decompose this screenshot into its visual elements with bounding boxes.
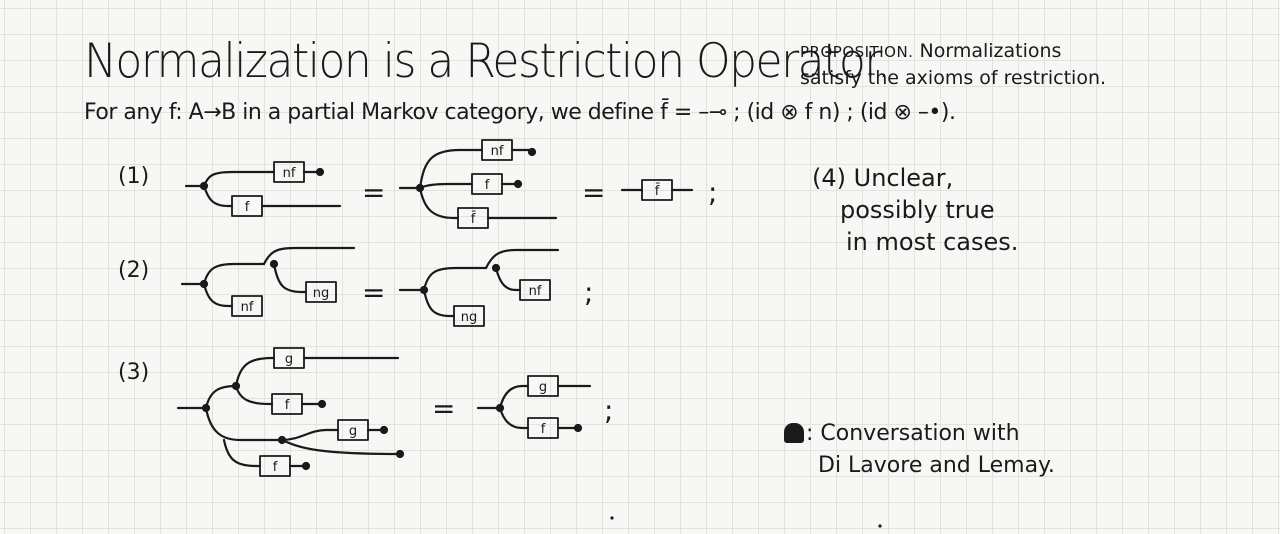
axiom-1-label: (1) bbox=[118, 164, 150, 189]
axiom-3-lhs-diagram: g f g f bbox=[176, 347, 405, 477]
equals-sign: = bbox=[582, 176, 606, 209]
box-label: ng bbox=[313, 286, 330, 301]
intro-definition: For any f: A→B in a partial Markov categ… bbox=[84, 100, 956, 125]
box-label: g bbox=[349, 424, 357, 439]
note4-line3: in most cases. bbox=[846, 228, 1019, 256]
note4-line1: (4) Unclear, bbox=[812, 164, 954, 192]
box-label: f bbox=[541, 422, 546, 437]
box-label: f̄ bbox=[471, 212, 476, 227]
conversation-note: : Conversation with Di Lavore and Lemay. bbox=[784, 418, 1055, 482]
proposition-line2: satisfy the axioms of restriction. bbox=[800, 67, 1107, 89]
box-label: nf bbox=[241, 300, 254, 315]
box-label: nf bbox=[491, 144, 504, 159]
semicolon: ; bbox=[604, 394, 614, 427]
box-label: nf bbox=[283, 166, 296, 181]
axiom-1-rhs-diagram: f̄ bbox=[620, 179, 694, 201]
proposition: PROPOSITION. Normalizations satisfy the … bbox=[800, 38, 1106, 91]
box-label: f bbox=[273, 460, 278, 475]
axiom-2-lhs-diagram: nf ng bbox=[180, 246, 356, 317]
ink-dot bbox=[610, 516, 614, 520]
proposition-line1: Normalizations bbox=[919, 40, 1062, 62]
box-label: f bbox=[245, 200, 250, 215]
axiom-2-label: (2) bbox=[118, 258, 150, 283]
proposition-heading: PROPOSITION. bbox=[800, 43, 914, 61]
equals-sign: = bbox=[362, 176, 386, 209]
axiom-2-rhs-diagram: ng nf bbox=[398, 248, 560, 327]
box-label: g bbox=[285, 352, 293, 367]
box-label: g bbox=[539, 380, 547, 395]
axiom-3-rhs-diagram: g f bbox=[476, 375, 592, 439]
box-label: f bbox=[485, 178, 490, 193]
box-label: f̄ bbox=[655, 184, 660, 199]
note-axiom-4: (4) Unclear, possibly true in most cases… bbox=[812, 162, 1018, 258]
box-label: f bbox=[285, 398, 290, 413]
semicolon: ; bbox=[708, 176, 718, 209]
conversation-line1: : Conversation with bbox=[806, 421, 1020, 446]
speech-bubble-icon bbox=[784, 423, 804, 443]
box-label: nf bbox=[529, 284, 542, 299]
equals-sign: = bbox=[362, 276, 386, 309]
axiom-3-label: (3) bbox=[118, 360, 150, 385]
conversation-line2: Di Lavore and Lemay. bbox=[818, 453, 1055, 478]
box-label: ng bbox=[461, 310, 478, 325]
note4-line2: possibly true bbox=[840, 196, 995, 224]
ink-dot bbox=[878, 524, 882, 528]
equals-sign: = bbox=[432, 392, 456, 425]
axiom-1-lhs-diagram: nf f bbox=[184, 161, 342, 217]
page-title: Normalization is a Restriction Operator. bbox=[84, 34, 891, 90]
axiom-1-middle-diagram: nf f f̄ bbox=[398, 139, 558, 229]
semicolon: ; bbox=[584, 276, 594, 309]
